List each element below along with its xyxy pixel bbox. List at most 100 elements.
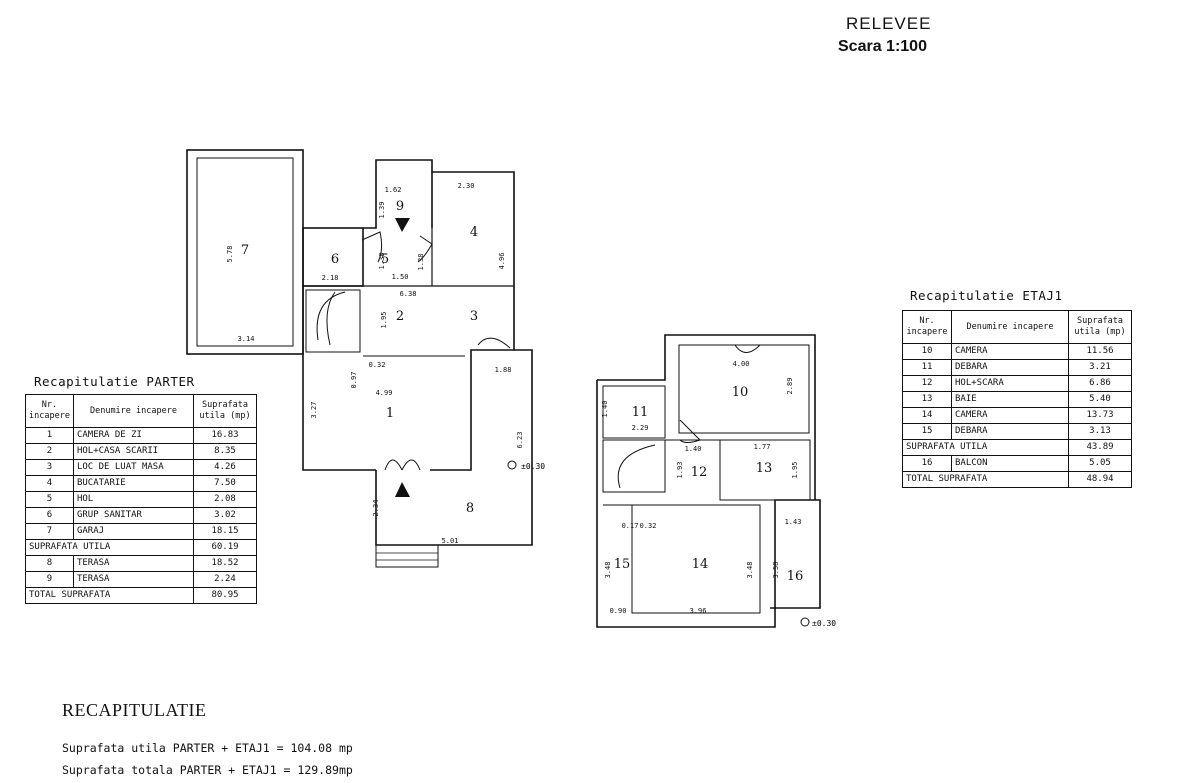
- room-number: 16: [787, 569, 804, 584]
- cell-nr: 11: [902, 359, 952, 376]
- room-number: 7: [241, 243, 249, 258]
- dimension-label: 3.58: [772, 562, 780, 579]
- room-number: 15: [614, 557, 631, 572]
- door-arc: [679, 419, 701, 443]
- dimension-label: 3.48: [746, 562, 754, 579]
- drawing-title-block: RELEVEE Scara 1:100: [838, 14, 931, 56]
- dimension-label: 1.39: [378, 202, 386, 219]
- dimension-label: 3.14: [238, 335, 255, 343]
- util-row-value: 60.19: [193, 539, 257, 556]
- dimension-label: 1.93: [676, 462, 684, 479]
- recap-title: RECAPITULATIE: [62, 700, 207, 720]
- room-number: 13: [756, 461, 773, 476]
- dimension-label: 3.27: [310, 402, 318, 419]
- door-arc: [734, 344, 761, 353]
- cell-area: 5.40: [1068, 391, 1132, 408]
- dimension-label: 1.50: [392, 273, 409, 281]
- cell-area: 3.02: [193, 507, 257, 524]
- cell-nr: 12: [902, 375, 952, 392]
- util-row-value: 43.89: [1068, 439, 1132, 456]
- dimension-label: 0.90: [610, 607, 627, 615]
- cell-area: 2.08: [193, 491, 257, 508]
- dimension-label: 2.29: [632, 424, 649, 432]
- dimension-label: 4.99: [376, 389, 393, 397]
- col-area: Suprafata utila (mp): [193, 394, 257, 428]
- stair-parter: [305, 289, 361, 353]
- drawing-title: RELEVEE: [846, 14, 932, 33]
- etaj-wall-north: [597, 334, 816, 500]
- dimension-label: 6.23: [516, 432, 524, 449]
- cell-area: 3.21: [1068, 359, 1132, 376]
- arrow-up-icon: [395, 482, 410, 497]
- dimension-label: 0.32: [640, 522, 657, 530]
- recap-section: RECAPITULATIE Suprafata utila PARTER + E…: [62, 700, 353, 781]
- cell-nr: 8: [25, 555, 74, 572]
- etaj-table: Nr. incapere Denumire incapere Suprafata…: [902, 310, 1132, 488]
- stair-curve: [316, 291, 346, 341]
- cell-nr: 7: [25, 523, 74, 540]
- dimension-label: 1.38: [378, 253, 386, 270]
- dimension-label: 2.30: [458, 182, 475, 190]
- cell-name: CAMERA DE ZI: [72, 427, 195, 444]
- room-number: 10: [732, 385, 749, 400]
- dimension-label: 1.95: [380, 312, 388, 329]
- dimension-label: 0.32: [369, 361, 386, 369]
- cell-name: TERASA: [72, 555, 195, 572]
- col-nr: Nr. incapere: [25, 394, 74, 428]
- cell-name: GARAJ: [72, 523, 195, 540]
- dimension-label: 2.34: [372, 500, 380, 517]
- room-number: 9: [396, 199, 404, 214]
- dimension-label: 2.89: [786, 378, 794, 395]
- room-number: 12: [691, 465, 708, 480]
- cell-name: BAIE: [951, 391, 1069, 408]
- cell-area: 8.35: [193, 443, 257, 460]
- stair-curve: [617, 444, 656, 489]
- dimension-label: 0.97: [350, 372, 358, 389]
- cell-name: HOL+CASA SCARII: [72, 443, 195, 460]
- cell-name: CAMERA: [951, 407, 1069, 424]
- parter-table: Nr. incapere Denumire incapere Suprafata…: [25, 394, 257, 604]
- dimension-label: 5.78: [226, 246, 234, 263]
- cell-area: 5.05: [1068, 455, 1132, 472]
- etaj-wall-south: [596, 380, 821, 628]
- level-mark-parter: ±0.30: [521, 462, 545, 471]
- total-row-value: 80.95: [193, 587, 257, 604]
- col-name: Denumire incapere: [72, 394, 195, 428]
- door-arc: [477, 337, 511, 349]
- recap-line-totala: Suprafata totala PARTER + ETAJ1 = 129.89…: [62, 763, 353, 777]
- dimension-label: 3.48: [604, 562, 612, 579]
- cell-area: 11.56: [1068, 343, 1132, 360]
- cell-area: 13.73: [1068, 407, 1132, 424]
- cell-nr: 10: [902, 343, 952, 360]
- room-number: 4: [470, 225, 478, 240]
- cell-area: 3.13: [1068, 423, 1132, 440]
- drawing-scale: Scara 1:100: [838, 38, 927, 55]
- cell-nr: 1: [25, 427, 74, 444]
- col-area: Suprafata utila (mp): [1068, 310, 1132, 344]
- dimension-label: 4.96: [498, 253, 506, 270]
- stair-etaj: [602, 439, 666, 493]
- room-number: 5: [381, 252, 389, 267]
- dimension-label: 1.38: [417, 254, 425, 271]
- cell-name: BUCATARIE: [72, 475, 195, 492]
- cell-name: DEBARA: [951, 423, 1069, 440]
- cell-nr: 16: [902, 455, 952, 472]
- cell-nr: 6: [25, 507, 74, 524]
- dimension-label: 1.62: [385, 186, 402, 194]
- room-baie-13: [719, 439, 811, 501]
- cell-area: 18.15: [193, 523, 257, 540]
- cell-name: HOL: [72, 491, 195, 508]
